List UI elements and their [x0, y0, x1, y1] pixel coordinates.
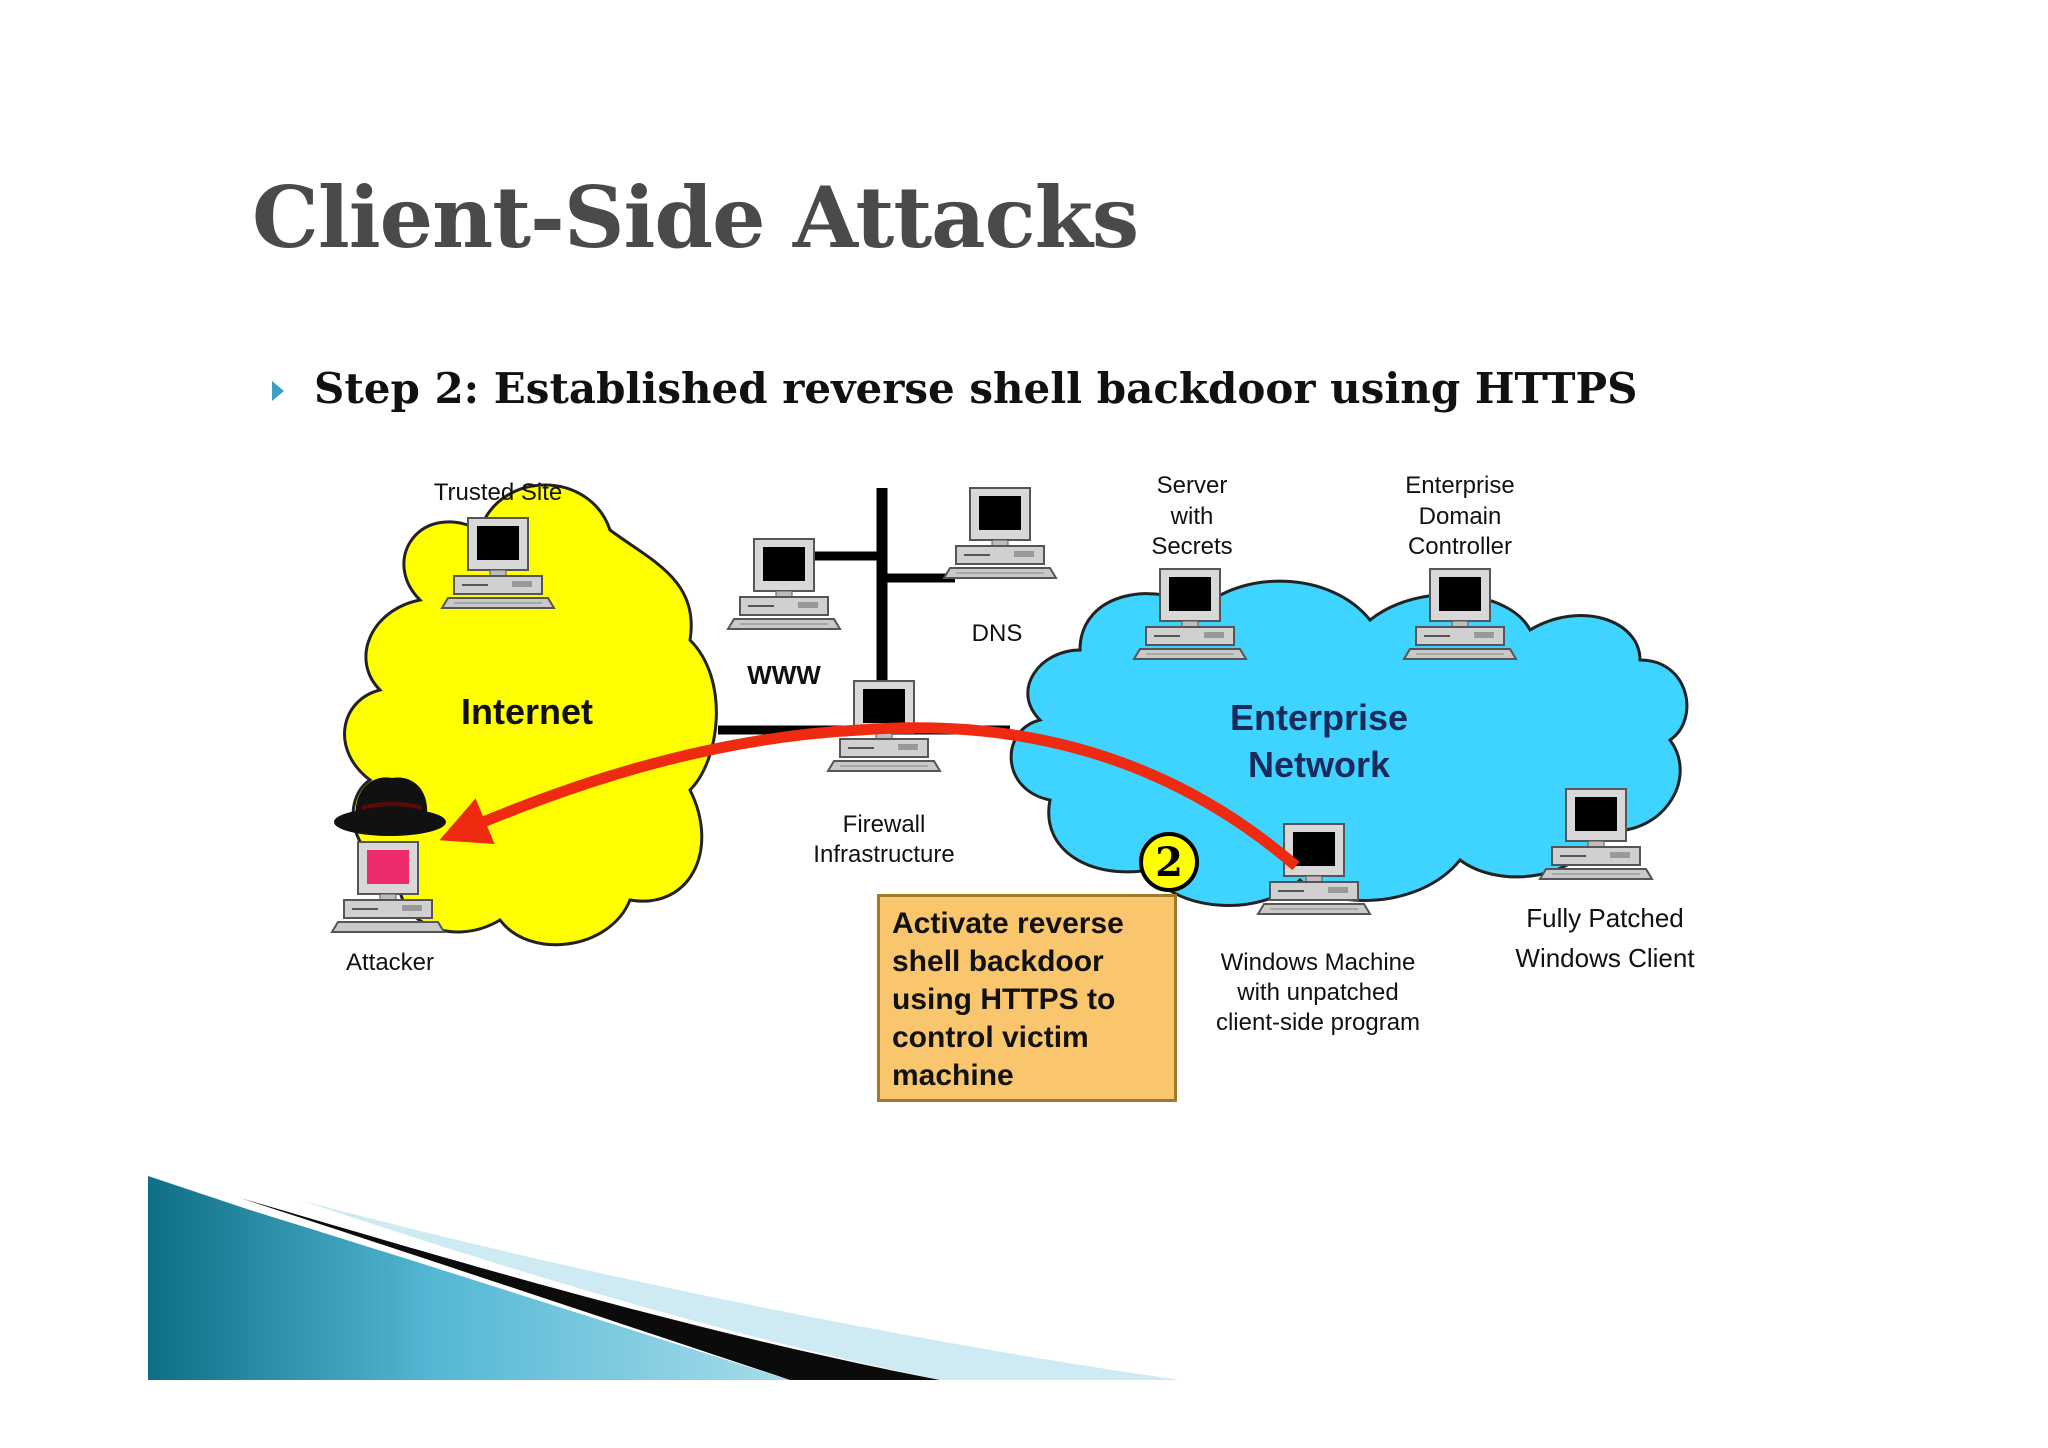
dc-label-line3: Controller [1408, 533, 1512, 560]
step-number: 2 [1155, 839, 1183, 886]
victim-label-line3: client-side program [1216, 1009, 1420, 1036]
victim-label-line2: with unpatched [1236, 979, 1398, 1006]
trusted-site-label: Trusted Site [434, 479, 563, 506]
dns-label: DNS [972, 620, 1023, 647]
server-label-line3: Secrets [1151, 533, 1232, 560]
enterprise-label-line2: Network [1248, 744, 1391, 785]
callout-box: Activate reverse shell backdoor using HT… [877, 894, 1177, 1102]
patched-label-line1: Fully Patched [1526, 903, 1684, 933]
www-label: WWW [747, 660, 821, 690]
firewall-label-line1: Firewall [843, 811, 926, 838]
slide-decoration-swoosh [148, 1176, 1180, 1380]
dc-label-line2: Domain [1419, 503, 1502, 530]
attacker-label: Attacker [346, 949, 434, 976]
callout-text: Activate reverse shell backdoor using HT… [892, 905, 1162, 1095]
internet-label: Internet [461, 691, 593, 732]
victim-label-line1: Windows Machine [1221, 949, 1416, 976]
dns-server-computer-icon [944, 488, 1056, 578]
patched-label-line2: Windows Client [1515, 943, 1695, 973]
step-badge: 2 [1141, 834, 1197, 890]
server-label-line1: Server [1157, 472, 1228, 499]
server-label-line2: with [1170, 503, 1214, 530]
firewall-label-line2: Infrastructure [813, 841, 954, 868]
enterprise-label-line1: Enterprise [1230, 697, 1408, 738]
dc-label-line1: Enterprise [1405, 472, 1514, 499]
